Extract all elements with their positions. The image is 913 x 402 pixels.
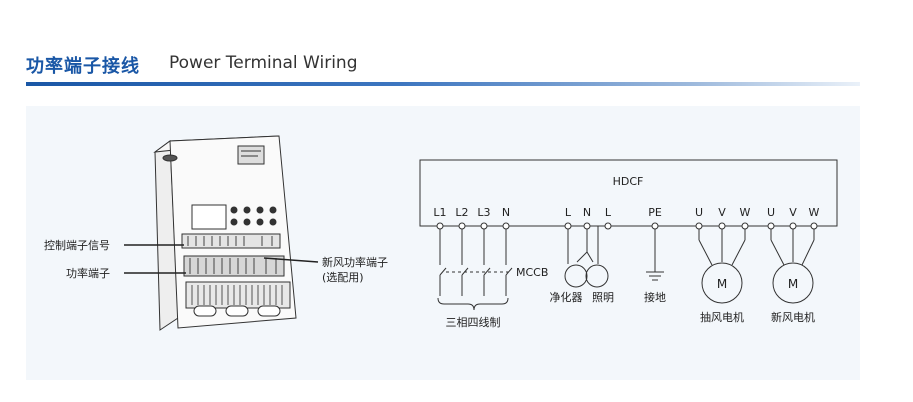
purifier-symbol — [564, 264, 588, 288]
lcd-display-icon — [191, 204, 227, 230]
terminal-label-exhaust-v: V — [718, 206, 726, 219]
terminal-label-exhaust-u: U — [695, 206, 703, 219]
terminal-label-l2: L2 — [455, 206, 468, 219]
exhaust-motor-symbol — [701, 262, 743, 304]
section-title-en: Power Terminal Wiring — [169, 53, 358, 73]
terminal-label-fresh-w: W — [809, 206, 820, 219]
fresh-air-optional-label: (选配用) — [322, 271, 364, 284]
callout-lines — [124, 244, 319, 274]
terminal-label-n: N — [502, 206, 510, 219]
controller-title: HDCF — [613, 175, 644, 188]
three-phase-label: 三相四线制 — [446, 315, 501, 329]
exhaust-motor-label: 抽风电机 — [700, 310, 744, 324]
ground-label: 接地 — [644, 291, 666, 304]
fresh-motor-label: 新风电机 — [771, 310, 815, 324]
terminal-label-exhaust-w: W — [740, 206, 751, 219]
terminal-label-aux-l2: L — [605, 206, 612, 219]
terminal-label-aux-n: N — [583, 206, 591, 219]
section-title-cn: 功率端子接线 — [26, 56, 140, 77]
power-terminal-label: 功率端子 — [66, 266, 110, 280]
control-terminal-label: 控制端子信号 — [44, 238, 110, 252]
brand-logo-icon — [162, 154, 178, 162]
title-underline — [26, 82, 860, 86]
inverter-device-illustration — [153, 135, 297, 331]
warning-label-icon — [237, 145, 265, 165]
terminal-label-fresh-v: V — [789, 206, 797, 219]
lighting-symbol — [585, 264, 609, 288]
exhaust-motor-m: M — [717, 277, 727, 291]
terminal-label-aux-l: L — [565, 206, 572, 219]
terminal-label-l3: L3 — [477, 206, 490, 219]
breaker-label: MCCB — [516, 266, 548, 279]
purifier-label: 净化器 — [550, 290, 583, 304]
fresh-motor-symbol — [772, 262, 814, 304]
controller-box — [419, 159, 838, 227]
terminal-screws — [436, 222, 818, 230]
terminal-label-fresh-u: U — [767, 206, 775, 219]
fresh-air-terminal-label: 新风功率端子 — [322, 255, 388, 269]
terminal-label-l1: L1 — [433, 206, 446, 219]
lighting-label: 照明 — [592, 291, 614, 304]
section-header: 功率端子接线 Power Terminal Wiring — [26, 44, 860, 88]
terminal-label-pe: PE — [648, 206, 662, 219]
fresh-motor-m: M — [788, 277, 798, 291]
